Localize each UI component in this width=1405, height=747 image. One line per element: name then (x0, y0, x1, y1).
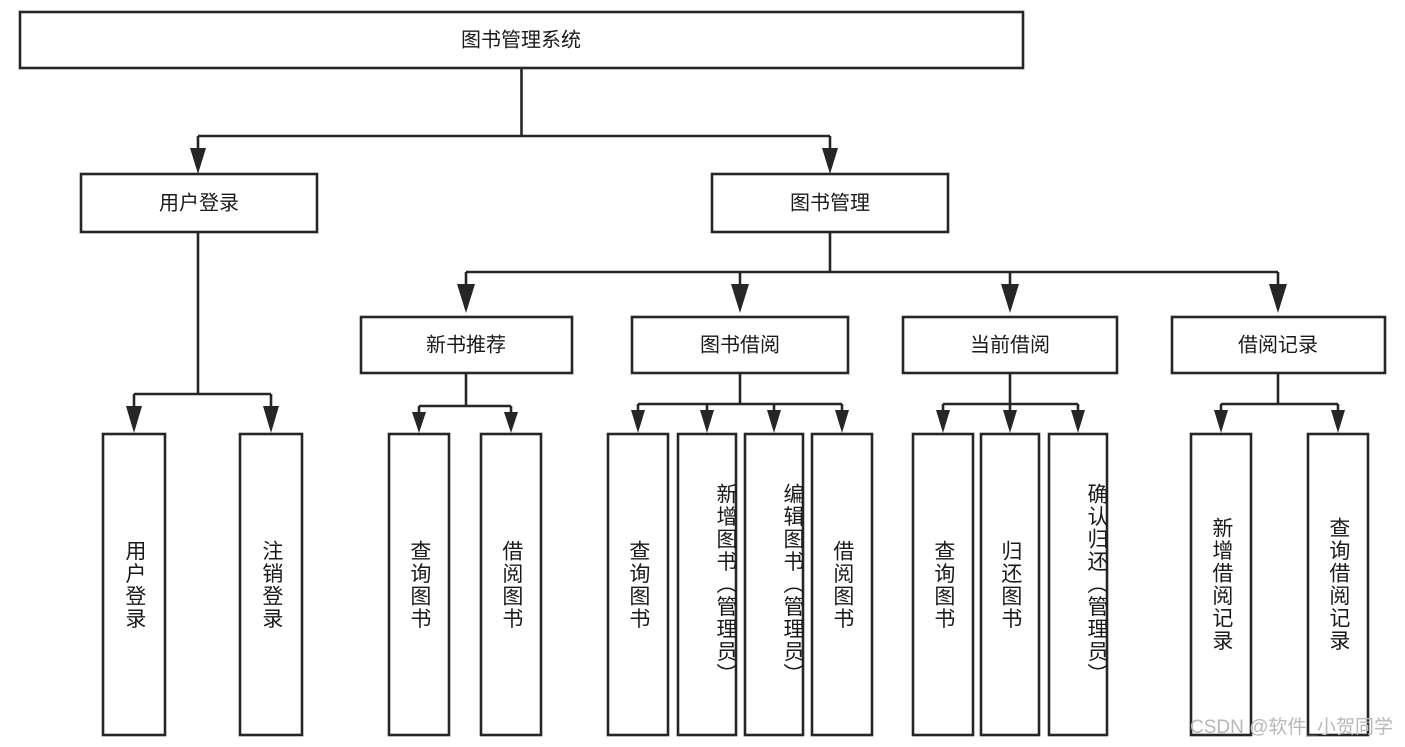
node-new-book-recommend[interactable] (359, 315, 574, 375)
node-leaf-user-login[interactable] (101, 432, 167, 737)
arrow-head-leaf-confirm-return (1071, 410, 1085, 433)
arrow-head-new-book-recommend (457, 284, 475, 313)
node-user-login-label: 用户登录 (159, 191, 239, 214)
node-leaf-query-book-1[interactable] (387, 432, 451, 737)
arrow-head-current-borrow (1001, 284, 1019, 313)
node-root-label: 图书管理系统 (461, 28, 581, 51)
connector-group-borrow-record (1214, 373, 1345, 433)
node-book-borrow[interactable] (630, 315, 850, 375)
arrow-head-leaf-user-login (126, 406, 142, 433)
node-leaf-edit-book[interactable] (743, 432, 805, 737)
node-borrow-record-label: 借阅记录 (1238, 333, 1318, 356)
node-new-book-recommend-label: 新书推荐 (426, 333, 506, 356)
node-leaf-query-book-3[interactable] (911, 432, 975, 737)
csdn-watermark: CSDN @软件_小贺同学 (1190, 717, 1393, 738)
arrow-head-leaf-edit-book (767, 410, 781, 433)
node-book-manage[interactable] (710, 172, 950, 234)
node-book-manage-label: 图书管理 (790, 191, 870, 214)
arrow-head-leaf-add-record (1214, 410, 1228, 433)
node-leaf-query-record[interactable] (1306, 432, 1370, 737)
connector-group-current-borrow (936, 373, 1085, 433)
arrow-head-leaf-add-book (700, 410, 714, 433)
node-user-login[interactable] (79, 172, 319, 234)
node-leaf-confirm-return[interactable] (1047, 432, 1109, 737)
node-leaf-return-book[interactable] (979, 432, 1041, 737)
arrow-head-book-borrow (731, 284, 749, 313)
node-leaf-logout[interactable] (238, 432, 304, 737)
arrow-head-leaf-query-book-3 (936, 410, 950, 433)
node-leaf-add-book[interactable] (676, 432, 738, 737)
node-leaf-add-record[interactable] (1189, 432, 1253, 737)
node-borrow-record[interactable] (1170, 315, 1387, 375)
arrow-head-leaf-return-book (1003, 410, 1017, 433)
arrow-head-borrow-record (1269, 284, 1287, 313)
arrow-head-leaf-query-book-1 (412, 412, 426, 433)
arrow-head-book-manage (822, 148, 838, 174)
connector-group-book-manage (457, 232, 1287, 313)
arrow-head-leaf-query-book-2 (631, 410, 645, 433)
arrow-head-leaf-logout (263, 406, 279, 433)
node-root[interactable] (18, 10, 1025, 70)
connector-group-root (190, 68, 838, 174)
arrow-head-leaf-borrow-book-1 (504, 412, 518, 433)
arrow-head-leaf-borrow-book-2 (835, 410, 849, 433)
node-current-borrow-label: 当前借阅 (970, 333, 1050, 356)
node-book-borrow-label: 图书借阅 (700, 333, 780, 356)
node-leaf-borrow-book-2[interactable] (810, 432, 874, 737)
connector-group-user-login (126, 232, 279, 433)
node-current-borrow[interactable] (901, 315, 1119, 375)
connector-group-new-book-recommend (412, 373, 518, 433)
arrow-head-leaf-query-record (1331, 410, 1345, 433)
node-leaf-query-book-2[interactable] (606, 432, 670, 737)
node-leaf-borrow-book-1[interactable] (479, 432, 543, 737)
connector-group-book-borrow (631, 373, 849, 433)
arrow-head-user-login (190, 148, 206, 174)
